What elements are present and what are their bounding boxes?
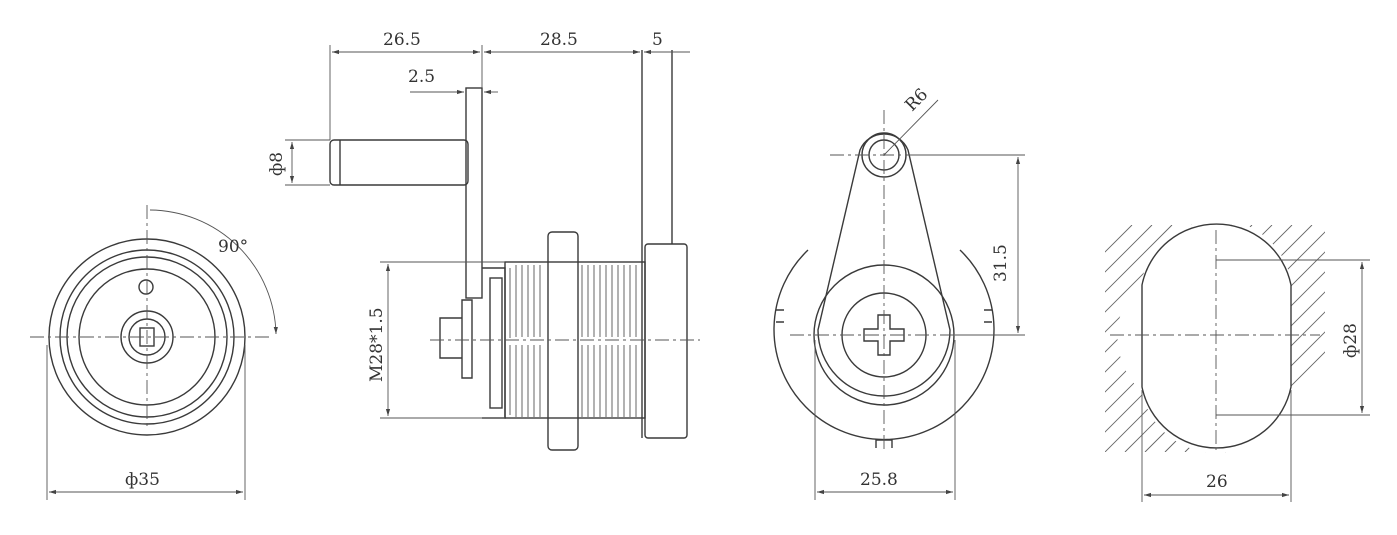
thread-label: M28*1.5 [367,307,387,382]
nut [547,231,579,451]
front-diameter-label: ф35 [125,470,160,490]
cam-arm [817,133,951,397]
threads [509,265,637,417]
indicator-hole [138,279,154,295]
cam-length-label: 31.5 [991,244,1011,282]
shaft-length-label: 26.5 [383,30,421,50]
cam-thickness-label: 2.5 [408,67,435,87]
hatching [1105,224,1325,453]
flange [644,243,688,439]
cutout-width-label: 26 [1206,472,1228,492]
angle-label: 90° [218,237,248,257]
side-view: 26.5 28.5 5 2.5 ф8 M28*1.5 [267,30,700,451]
cutout-view: ф28 26 [1105,223,1370,502]
cam-shaft [329,139,469,186]
phillips-screw [863,314,905,356]
body-length-label: 28.5 [540,30,578,50]
cam-view: R6 31.5 25.8 [773,85,1025,500]
flange-label: 5 [652,30,663,50]
screw [439,299,473,379]
front-view: 90° ф35 [30,205,278,500]
cutout-diameter-label: ф28 [1341,323,1361,358]
cam-plate [465,87,483,299]
shaft-diameter-label: ф8 [267,152,287,176]
cam-width-label: 25.8 [860,470,898,490]
cutout-outline [1141,223,1292,449]
